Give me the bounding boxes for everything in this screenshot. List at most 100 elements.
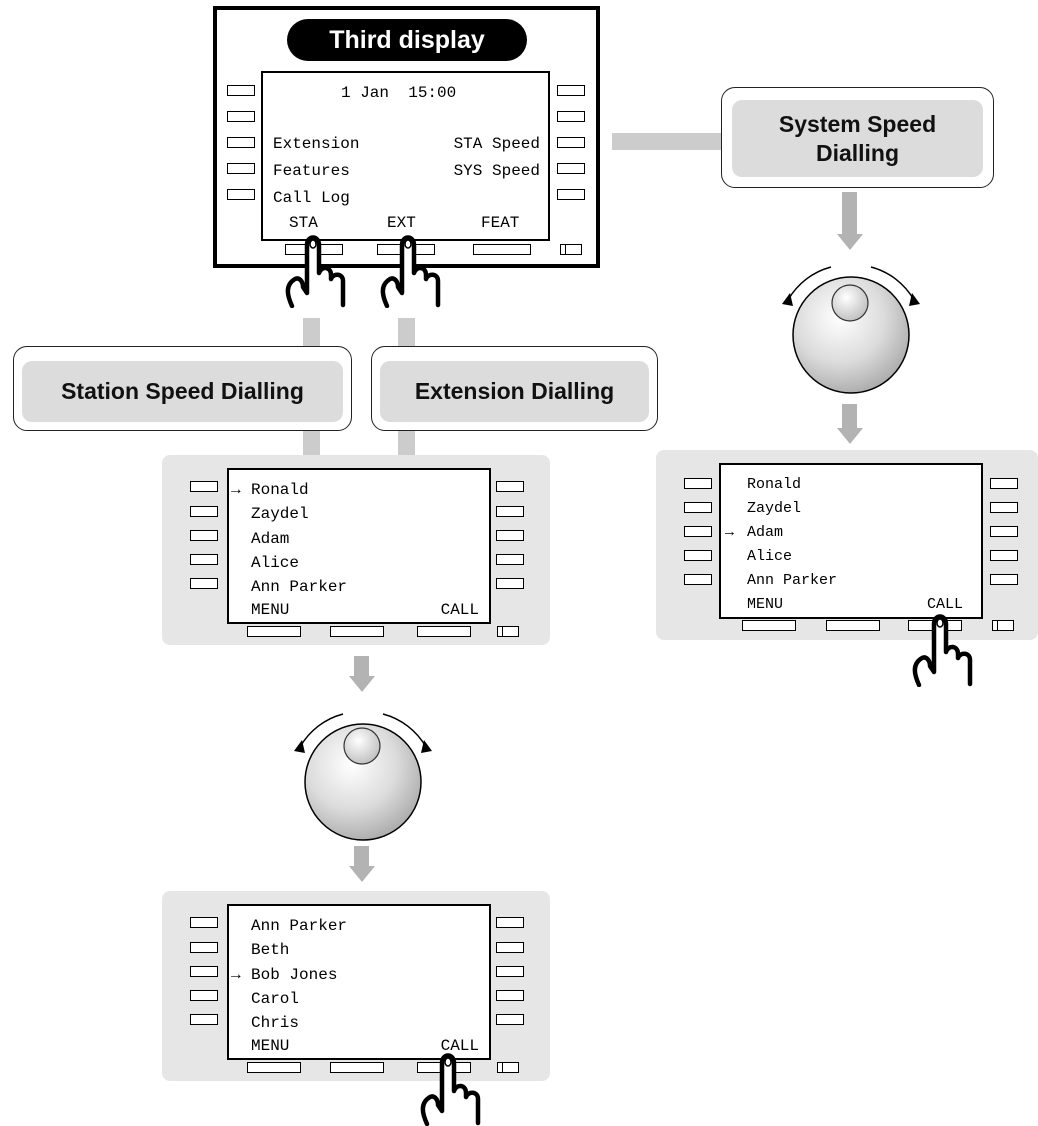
list-screen-1: → Ronald Zaydel Adam Alice Ann Parker ME… xyxy=(227,468,491,624)
softkey-label-ext: EXT xyxy=(387,214,416,232)
list-item[interactable]: Zaydel xyxy=(251,505,309,523)
list-item[interactable]: Bob Jones xyxy=(251,966,338,984)
menu-item-extension[interactable]: Extension xyxy=(273,135,360,153)
line-key-right-1[interactable] xyxy=(496,481,524,492)
pointing-hand-icon xyxy=(285,235,346,308)
line-key-left-3[interactable] xyxy=(227,137,255,148)
line-key-left-4[interactable] xyxy=(684,550,712,561)
scroll-key[interactable] xyxy=(497,1062,519,1073)
list-panel-1: → Ronald Zaydel Adam Alice Ann Parker ME… xyxy=(162,455,550,645)
list-item[interactable]: Chris xyxy=(251,1014,300,1032)
softkey-middle[interactable] xyxy=(330,626,384,637)
down-arrow-icon xyxy=(354,656,369,676)
softkey-label-feat: FEAT xyxy=(481,214,520,232)
list-panel-3: Ronald Zaydel → Adam Alice Ann Parker ME… xyxy=(656,450,1038,640)
down-arrow-icon xyxy=(842,404,857,428)
menu-item-sys-speed[interactable]: SYS Speed xyxy=(453,162,540,180)
list-item[interactable]: Alice xyxy=(251,554,300,572)
list-item[interactable]: Ann Parker xyxy=(747,572,838,589)
line-key-left-1[interactable] xyxy=(190,481,218,492)
line-key-left-2[interactable] xyxy=(190,506,218,517)
line-key-right-4[interactable] xyxy=(496,990,524,1001)
scroll-key[interactable] xyxy=(497,626,519,637)
station-speed-dialling-label: Station Speed Dialling xyxy=(22,361,343,422)
list-item[interactable]: Beth xyxy=(251,941,290,959)
line-key-right-1[interactable] xyxy=(557,85,585,96)
line-key-left-5[interactable] xyxy=(190,578,218,589)
list-marker: → xyxy=(725,524,735,541)
system-speed-dialling-callout: System Speed Dialling xyxy=(721,87,994,188)
scroll-key[interactable] xyxy=(560,244,582,255)
line-key-left-5[interactable] xyxy=(227,189,255,200)
line-key-left-2[interactable] xyxy=(190,942,218,953)
list-item[interactable]: Adam xyxy=(251,530,290,548)
line-key-right-4[interactable] xyxy=(496,554,524,565)
list-marker: → xyxy=(231,966,241,984)
list-item[interactable]: Ann Parker xyxy=(251,917,348,935)
line-key-left-2[interactable] xyxy=(227,111,255,122)
softkey-label-call: CALL xyxy=(440,601,479,619)
softkey-label-menu: MENU xyxy=(251,1037,290,1055)
line-key-right-4[interactable] xyxy=(557,163,585,174)
list-item[interactable]: Zaydel xyxy=(747,500,802,517)
line-key-left-4[interactable] xyxy=(190,990,218,1001)
line-key-right-2[interactable] xyxy=(990,502,1018,513)
line-key-right-4[interactable] xyxy=(990,550,1018,561)
extension-dialling-callout: Extension Dialling xyxy=(371,346,658,431)
list-item[interactable]: Ronald xyxy=(747,476,802,493)
menu-item-call-log[interactable]: Call Log xyxy=(273,189,350,207)
pointing-hand-icon xyxy=(420,1053,481,1126)
softkey-middle[interactable] xyxy=(826,620,880,631)
connector-sys xyxy=(612,133,722,150)
line-key-left-2[interactable] xyxy=(684,502,712,513)
line-key-left-1[interactable] xyxy=(684,478,712,489)
line-key-right-1[interactable] xyxy=(990,478,1018,489)
softkey-menu[interactable] xyxy=(247,1062,301,1073)
line-key-right-5[interactable] xyxy=(496,1014,524,1025)
line-key-right-2[interactable] xyxy=(557,111,585,122)
softkey-menu[interactable] xyxy=(742,620,796,631)
list-screen-3: Ronald Zaydel → Adam Alice Ann Parker ME… xyxy=(719,463,983,619)
line-key-right-3[interactable] xyxy=(557,137,585,148)
line-key-right-3[interactable] xyxy=(496,966,524,977)
pointing-hand-icon xyxy=(912,614,973,687)
list-item[interactable]: Carol xyxy=(251,990,300,1008)
line-key-left-3[interactable] xyxy=(190,966,218,977)
list-item[interactable]: Adam xyxy=(747,524,784,541)
line-key-left-4[interactable] xyxy=(190,554,218,565)
line-key-left-5[interactable] xyxy=(684,574,712,585)
list-item[interactable]: Ronald xyxy=(251,481,309,499)
line-key-left-1[interactable] xyxy=(227,85,255,96)
scroll-key[interactable] xyxy=(992,620,1014,631)
line-key-right-5[interactable] xyxy=(496,578,524,589)
pointing-hand-icon xyxy=(380,235,441,308)
softkey-feat[interactable] xyxy=(473,244,531,255)
softkey-label-sta: STA xyxy=(289,214,318,232)
line-key-left-5[interactable] xyxy=(190,1014,218,1025)
list-item[interactable]: Alice xyxy=(747,548,793,565)
line-key-right-2[interactable] xyxy=(496,506,524,517)
line-key-left-3[interactable] xyxy=(684,526,712,537)
line-key-right-1[interactable] xyxy=(496,917,524,928)
down-arrow-icon-head xyxy=(837,428,863,444)
down-arrow-icon-head xyxy=(349,676,375,692)
menu-item-sta-speed[interactable]: STA Speed xyxy=(453,135,540,153)
line-key-right-5[interactable] xyxy=(990,574,1018,585)
softkey-menu[interactable] xyxy=(247,626,301,637)
line-key-left-1[interactable] xyxy=(190,917,218,928)
softkey-middle[interactable] xyxy=(330,1062,384,1073)
line-key-right-5[interactable] xyxy=(557,189,585,200)
down-arrow-icon xyxy=(354,846,369,866)
datetime-text: 1 Jan 15:00 xyxy=(341,84,457,102)
menu-item-features[interactable]: Features xyxy=(273,162,350,180)
list-item[interactable]: Ann Parker xyxy=(251,578,348,596)
softkey-call[interactable] xyxy=(417,626,471,637)
line-key-right-3[interactable] xyxy=(496,530,524,541)
third-display-frame: Third display 1 Jan 15:00 Extension Feat… xyxy=(213,6,600,268)
line-key-left-3[interactable] xyxy=(190,530,218,541)
line-key-right-3[interactable] xyxy=(990,526,1018,537)
list-screen-2: Ann Parker Beth → Bob Jones Carol Chris … xyxy=(227,904,491,1060)
line-key-right-2[interactable] xyxy=(496,942,524,953)
softkey-label-call: CALL xyxy=(926,596,963,613)
line-key-left-4[interactable] xyxy=(227,163,255,174)
